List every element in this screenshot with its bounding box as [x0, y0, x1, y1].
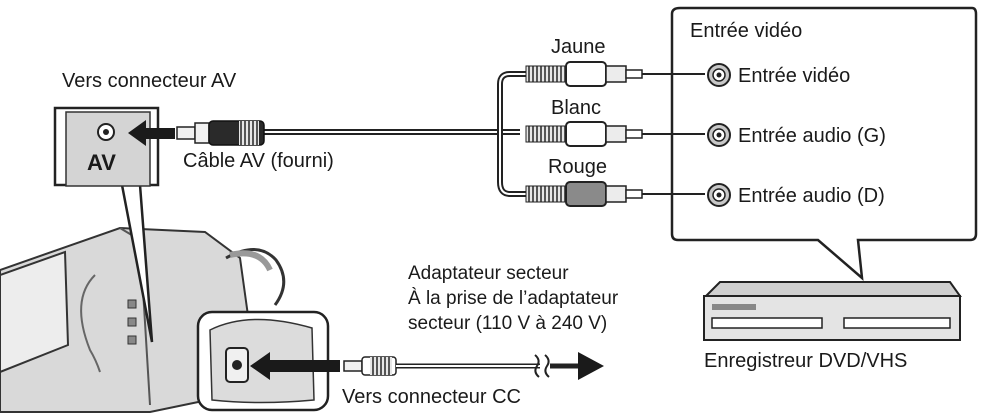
av-cable-label: Câble AV (fourni): [183, 150, 334, 172]
rca-socket-icon: [707, 123, 731, 147]
ac-adapter-label: Adaptateur secteur: [408, 263, 569, 284]
av-connector-label: Vers connecteur AV: [62, 70, 237, 92]
dc-plug-icon: [343, 352, 604, 380]
dc-connector-callout: [196, 310, 340, 412]
input-video-label: Entrée vidéo: [738, 65, 851, 87]
input-audio-right-label: Entrée audio (D): [738, 185, 885, 207]
rca-plug-red: [525, 181, 643, 207]
av-port-label: AV: [87, 150, 116, 175]
dvd-vhs-recorder-icon: [703, 281, 962, 341]
rca-socket-icon: [707, 63, 731, 87]
device-input-title: Entrée vidéo: [690, 20, 803, 42]
dc-connector-label: Vers connecteur CC: [342, 386, 521, 408]
plug-red-label: Rouge: [548, 156, 607, 178]
plug-to-socket-lines: [642, 73, 705, 195]
av-cable: [176, 120, 520, 146]
rca-plug-white: [525, 121, 643, 147]
av-jack-icon: [97, 123, 115, 141]
rca-split-cables: [497, 71, 530, 197]
device-input-callout: [670, 6, 978, 282]
input-audio-left-label: Entrée audio (G): [738, 125, 886, 147]
recorder-label: Enregistreur DVD/VHS: [704, 350, 908, 372]
arrow-left-icon: [128, 120, 175, 146]
plug-white-label: Blanc: [551, 97, 602, 119]
rca-plug-yellow: [525, 61, 643, 87]
ac-adapter-outlet-label: À la prise de l’adaptateur: [408, 288, 619, 309]
camcorder-icon: [0, 226, 286, 413]
ac-adapter-voltage-label: secteur (110 V à 240 V): [408, 313, 608, 334]
plug-yellow-label: Jaune: [551, 36, 606, 58]
rca-socket-icon: [707, 183, 731, 207]
